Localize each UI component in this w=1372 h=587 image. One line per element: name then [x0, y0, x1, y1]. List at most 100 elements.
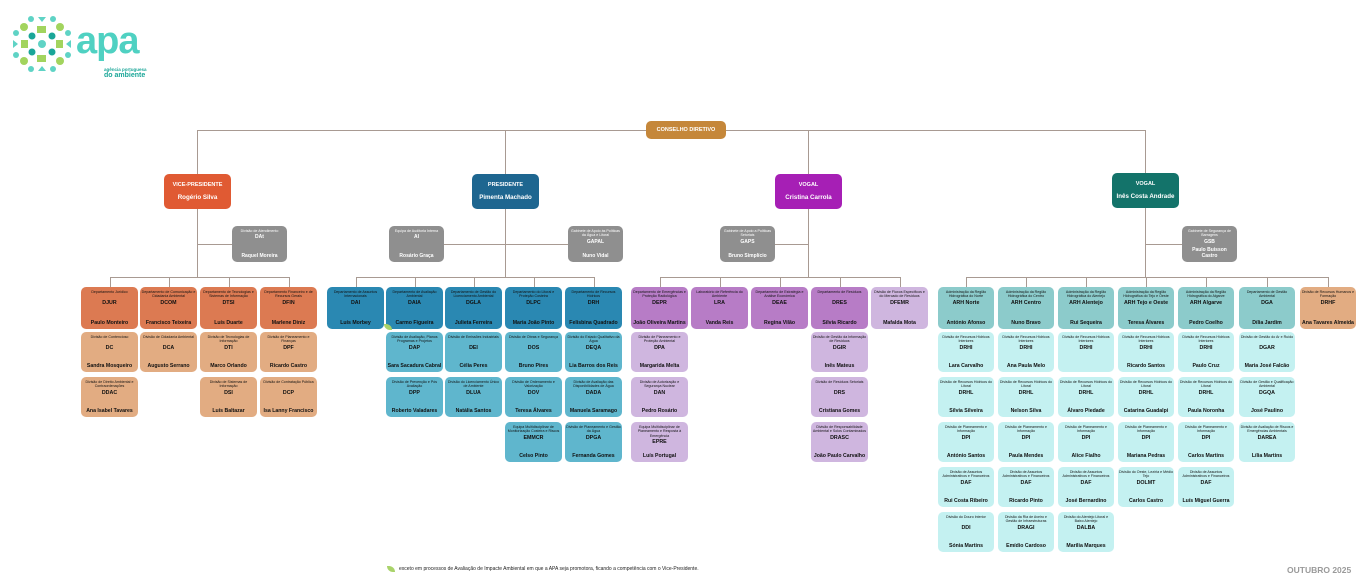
unit-code: DOLMT: [1136, 480, 1156, 486]
unit-code: DEI: [469, 345, 478, 351]
connector-line: [505, 244, 568, 245]
unit-name: Departamento Financeiro e de Recursos Ge…: [264, 290, 313, 299]
division-box[interactable]: Divisão de Assuntos Administrativos e Fi…: [998, 467, 1054, 507]
connector-line: [505, 130, 506, 174]
division-box[interactable]: Divisão do Licenciamento Único de Ambien…: [445, 377, 502, 417]
department-box[interactable]: Administração da Região Hidrográfica do …: [998, 287, 1054, 329]
division-box[interactable]: Divisão de Direito Ambiental e Contraord…: [81, 377, 138, 417]
unit-head: Álvaro Piedade: [1067, 408, 1105, 414]
department-box[interactable]: Divisão de Fluxos Específicos e do Merca…: [871, 287, 928, 329]
division-box[interactable]: Divisão de Responsabilidade Ambiental e …: [811, 422, 868, 462]
division-box[interactable]: Divisão de Assuntos Administrativos e Fi…: [938, 467, 994, 507]
unit-name: Divisão de Gestão e Qualificação Ambient…: [1240, 380, 1294, 389]
unit-head: Carmo Figueira: [395, 320, 434, 326]
division-box[interactable]: Divisão do Alentejo Litoral e Baixo Alen…: [1058, 512, 1114, 552]
department-box[interactable]: Administração da Região Hidrográfica do …: [1178, 287, 1234, 329]
division-box[interactable]: Equipa Multidisciplinar de Monitorização…: [505, 422, 562, 462]
department-box[interactable]: Departamento Financeiro e de Recursos Ge…: [260, 287, 317, 329]
unit-code: DGQA: [1259, 390, 1275, 396]
department-box[interactable]: Departamento do Litoral e Proteção Coste…: [505, 287, 562, 329]
unit-head: Ana Tavares Almeida: [1302, 320, 1354, 326]
council-box[interactable]: CONSELHO DIRETIVO: [646, 121, 726, 139]
unit-name: Divisão de Planeamento e Informação: [1005, 425, 1047, 434]
department-box[interactable]: Departamento de Estratégia e Análise Eco…: [751, 287, 808, 329]
staff-unit-box[interactable]: Gabinete de Apoio às Políticas da Água e…: [568, 226, 623, 262]
department-box[interactable]: Departamento de Comunicação e Cidadania …: [140, 287, 197, 329]
department-box[interactable]: Administração da Região Hidrográfica do …: [1118, 287, 1174, 329]
unit-name: Departamento de Estratégia e Análise Eco…: [755, 290, 804, 299]
division-box[interactable]: Divisão de Autorização e Segurança Nucle…: [631, 377, 688, 417]
unit-name: Divisão de Resíduos Setoriais: [815, 380, 864, 384]
unit-name: Administração da Região Hidrográfica do …: [1065, 290, 1107, 299]
unit-name: Divisão de Fluxos Específicos e do Merca…: [874, 290, 925, 299]
unit-head: Sílvia Silveira: [949, 408, 983, 414]
unit-name: Divisão de Assuntos Administrativos e Fi…: [1002, 470, 1050, 479]
division-box[interactable]: Divisão de Gestão da Informação de Resíd…: [811, 332, 868, 372]
division-box[interactable]: Divisão de Gestão e Qualificação Ambient…: [1239, 377, 1295, 417]
division-box[interactable]: Divisão de Assuntos Administrativos e Fi…: [1058, 467, 1114, 507]
division-box[interactable]: Divisão de Avaliação de Riscos e Emergên…: [1239, 422, 1295, 462]
department-box[interactable]: Departamento de Tecnologias e Sistemas d…: [200, 287, 257, 329]
unit-head: Luís Morbey: [340, 320, 371, 326]
department-box[interactable]: Departamento de Gestão do Licenciamento …: [445, 287, 502, 329]
department-box[interactable]: Departamento de Emergências e Proteção R…: [631, 287, 688, 329]
connector-line: [1026, 277, 1027, 287]
department-box[interactable]: Administração da Região Hidrográfica do …: [1058, 287, 1114, 329]
division-box[interactable]: Divisão de Assuntos Administrativos e Fi…: [1178, 467, 1234, 507]
connector-line: [659, 277, 661, 287]
division-box[interactable]: Divisão de Avaliação das Disponibilidade…: [565, 377, 622, 417]
department-box[interactable]: Administração da Região Hidrográfica do …: [938, 287, 994, 329]
division-box[interactable]: Divisão de Avaliação, Planos Programas e…: [386, 332, 443, 372]
division-box[interactable]: Divisão da Ria de Aveiro e Gestão de Inf…: [998, 512, 1054, 552]
division-box[interactable]: Divisão de Planeamento e Proteção Ambien…: [631, 332, 688, 372]
division-box[interactable]: Equipa Multidisciplinar de Planeamento e…: [631, 422, 688, 462]
